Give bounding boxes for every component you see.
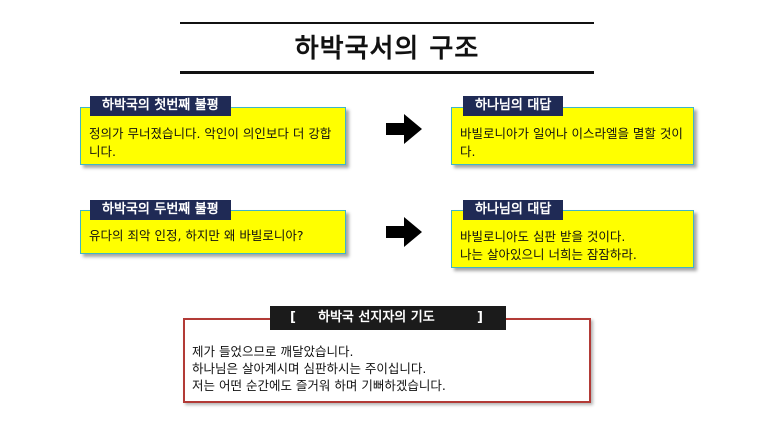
title-bottom-rule (180, 71, 594, 74)
prayer-line-2: 하나님은 살아계시며 심판하시는 주이십니다. (192, 361, 427, 376)
answer-box-1: 바빌로니아가 일어나 이스라엘을 멸할 것이다. (451, 107, 694, 165)
answer-text-2: 바빌로니아도 심판 받을 것이다. 나는 살아있으니 너희는 잠잠하라. (460, 228, 687, 264)
prayer-line-3: 저는 어떤 순간에도 즐거워 하며 기뻐하겠습니다. (192, 378, 446, 393)
page-title: 하박국서의 구조 (294, 34, 480, 64)
title-top-rule (180, 22, 594, 24)
prayer-bracket-close: ] (477, 310, 483, 325)
prayer-label-bar: [ 하박국 선지자의 기도 ] (270, 306, 506, 330)
complaint-label-1: 하박국의 첫번째 불평 (90, 96, 231, 116)
prayer-label: 하박국 선지자의 기도 (318, 310, 435, 325)
complaint-text-2: 유다의 죄악 인정, 하지만 왜 바빌로니아? (89, 228, 304, 243)
prayer-bracket-open: [ (290, 310, 296, 325)
prayer-text: 제가 들었으므로 깨달았습니다. 하나님은 살아계시며 심판하시는 주이십니다.… (192, 343, 446, 394)
answer-label-1: 하나님의 대답 (463, 96, 564, 116)
right-arrow-icon (386, 217, 422, 247)
prayer-line-1: 제가 들었으므로 깨달았습니다. (192, 344, 354, 359)
right-arrow-icon (386, 114, 422, 144)
answer-text-2-line-2: 나는 살아있으니 너희는 잠잠하라. (460, 247, 637, 262)
complaint-box-1: 정의가 무너졌습니다. 악인이 의인보다 더 강합니다. (80, 107, 346, 165)
answer-text-1: 바빌로니아가 일어나 이스라엘을 멸할 것이다. (460, 126, 683, 159)
title-block: 하박국서의 구조 (180, 22, 594, 76)
complaint-label-2: 하박국의 두번째 불평 (90, 200, 231, 220)
answer-label-2: 하나님의 대답 (463, 200, 564, 220)
answer-text-2-line-1: 바빌로니아도 심판 받을 것이다. (460, 229, 626, 244)
complaint-text-1: 정의가 무너졌습니다. 악인이 의인보다 더 강합니다. (89, 126, 332, 159)
